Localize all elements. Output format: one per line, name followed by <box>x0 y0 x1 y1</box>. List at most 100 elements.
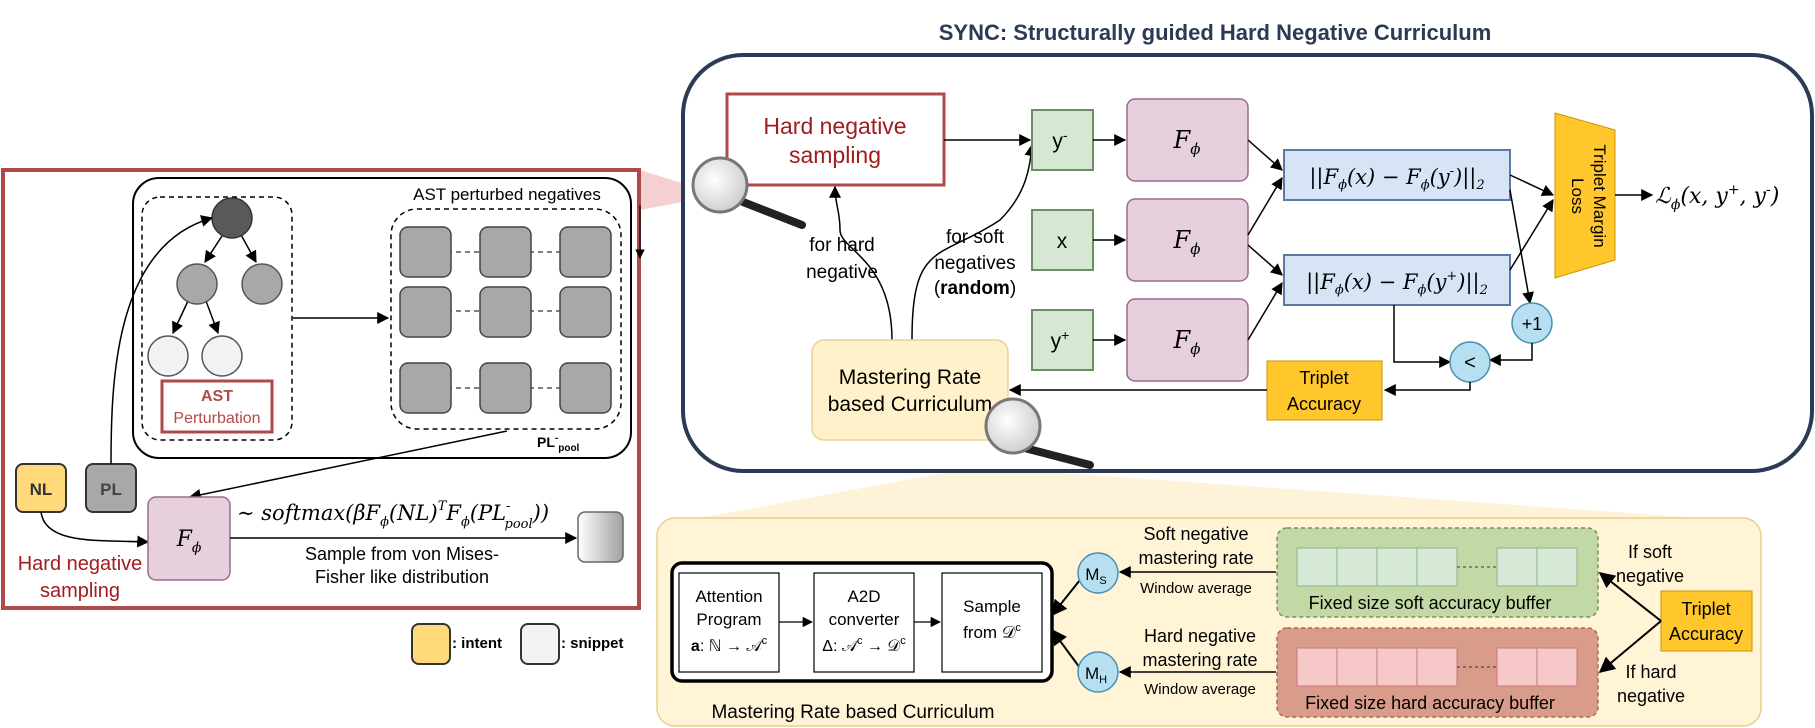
triplet-accuracy-bottom-line2: Accuracy <box>1669 624 1743 644</box>
soft-rate-line1: Soft negative <box>1143 524 1248 544</box>
for-soft-negatives-line3: (random) <box>934 278 1016 299</box>
x-label: x <box>1057 230 1068 253</box>
page-title: SYNC: Structurally guided Hard Negative … <box>939 20 1492 45</box>
hard-rate-line1: Hard negative <box>1144 626 1256 646</box>
y-minus-box <box>1031 109 1094 171</box>
tree-leaf-node <box>201 335 243 377</box>
nl-intent-box <box>15 463 67 513</box>
soft-rate-line2: mastering rate <box>1138 548 1253 568</box>
for-hard-negative-line2: negative <box>806 262 878 283</box>
curriculum-caption: Mastering Rate based Curriculum <box>711 702 994 723</box>
sample-line1: Sample <box>963 597 1021 616</box>
triplet-accuracy-line2: Accuracy <box>1287 394 1361 414</box>
vmf-sample-line2: Fisher like distribution <box>315 567 489 587</box>
y-plus-box <box>1031 309 1094 371</box>
for-soft-negatives-line2: negatives <box>934 253 1015 274</box>
magnifier-icon <box>984 397 1094 469</box>
legend-intent-label: : intent <box>452 635 502 652</box>
hard-negative-sampling-box <box>725 92 946 187</box>
mastering-rate-curriculum-box <box>811 339 1009 441</box>
negative-distance-label: ||Fϕ(x) − Fϕ(y-)||2 <box>1309 164 1484 193</box>
negative-snippet <box>559 362 612 414</box>
left-caption-line2: sampling <box>40 580 120 602</box>
ast-negatives-label: AST perturbed negatives <box>413 185 601 204</box>
triplet-margin-loss-block <box>1554 112 1616 279</box>
ast-perturbation-box <box>160 379 274 434</box>
plus-one-label: +1 <box>1522 314 1543 334</box>
zoom-cone-left <box>640 170 720 210</box>
y-minus-label: y- <box>1052 127 1068 153</box>
ast-perturbation-subtitle: Perturbation <box>173 410 260 427</box>
tree-node <box>176 263 218 305</box>
attention-program-line3: a: ℕ → 𝒜c <box>691 635 768 655</box>
legend-snippet-swatch <box>520 623 560 665</box>
hard-mastering-node <box>1077 651 1119 693</box>
triplet-accuracy-line1: Triplet <box>1299 368 1348 388</box>
negative-snippet <box>399 226 452 278</box>
soft-buffer-cells <box>1296 547 1578 587</box>
hard-window-average: Window average <box>1144 681 1256 698</box>
tree-root-node <box>211 197 253 239</box>
f-phi-sampler-label: Fϕ <box>176 527 202 556</box>
triplet-accuracy-box <box>1266 360 1383 421</box>
negative-snippet <box>559 226 612 278</box>
triplet-margin-loss-label: Triplet MarginLoss <box>1568 144 1609 247</box>
negative-snippet <box>479 226 532 278</box>
magnifier-icon <box>691 156 806 229</box>
hard-negative-sampling-line2: sampling <box>789 142 881 168</box>
positive-distance-label: ||Fϕ(x) − Fϕ(y+)||2 <box>1306 269 1488 298</box>
sample-line2: from 𝒟c <box>963 622 1021 642</box>
attention-program-box <box>678 572 780 673</box>
for-soft-negatives-line1: for soft <box>946 227 1005 248</box>
soft-buffer-label: Fixed size soft accuracy buffer <box>1309 593 1552 613</box>
negatives-grid <box>399 226 612 414</box>
encoder-f-phi-middle <box>1126 198 1249 282</box>
mastering-rate-line2: based Curriculum <box>828 393 993 416</box>
negative-snippet <box>479 362 532 414</box>
if-hard-line2: negative <box>1617 686 1685 706</box>
tree-leaf-node <box>147 335 189 377</box>
vmf-formula: ∼ softmax(βFϕ(NL)TFϕ(PL-pool)) <box>237 499 549 532</box>
y-plus-label: y+ <box>1051 327 1070 353</box>
legend-intent-swatch <box>411 623 451 665</box>
soft-mastering-node <box>1077 552 1119 594</box>
nl-label: NL <box>30 480 53 499</box>
a2d-converter-box <box>813 572 915 673</box>
hard-buffer-cells <box>1296 647 1578 687</box>
tree-box <box>141 196 293 441</box>
attention-program-line1: Attention <box>695 587 762 606</box>
legend-snippet-label: : snippet <box>561 635 624 652</box>
pl-pool-label: PL-pool <box>537 433 580 454</box>
loss-formula: ℒϕ(x, y+, y-) <box>1655 182 1779 213</box>
positive-distance-box <box>1283 254 1511 306</box>
negative-snippet <box>559 286 612 338</box>
a2d-converter-line3: Δ: 𝒜c → 𝒟c <box>822 635 906 655</box>
main-panel: Hard negative sampling for hard negative… <box>681 53 1814 473</box>
bottom-panel: Attention Program a: ℕ → 𝒜c A2D converte… <box>656 517 1762 727</box>
negatives-grid-box <box>390 208 622 430</box>
tree-node <box>241 263 283 305</box>
sample-box <box>941 572 1043 673</box>
negative-snippet <box>399 362 452 414</box>
legend: : intent : snippet <box>411 623 624 665</box>
mastering-rate-line1: Mastering Rate <box>839 366 981 389</box>
hard-rate-line2: mastering rate <box>1142 650 1257 670</box>
triplet-accuracy-bottom-line1: Triplet <box>1681 599 1730 619</box>
a2d-converter-line2: converter <box>829 610 900 629</box>
hard-mastering-node-label: MH <box>1085 664 1107 686</box>
encoder-f-phi-bottom-label: Fϕ <box>1173 326 1201 358</box>
compare-label: < <box>1464 352 1476 374</box>
encoder-f-phi-middle-label: Fϕ <box>1173 226 1201 258</box>
if-hard-line1: If hard <box>1625 662 1676 682</box>
negative-snippet <box>479 286 532 338</box>
triplet-accuracy-bottom-box <box>1660 590 1753 652</box>
if-soft-line1: If soft <box>1628 542 1672 562</box>
zoom-cone-bottom <box>700 470 1700 518</box>
encoder-f-phi-top-label: Fϕ <box>1173 126 1201 158</box>
soft-window-average: Window average <box>1140 580 1252 597</box>
left-panel: AST perturbed negatives AST Perturbation <box>1 168 645 610</box>
soft-mastering-node-label: MS <box>1085 565 1107 587</box>
for-hard-negative-line1: for hard <box>809 235 874 256</box>
